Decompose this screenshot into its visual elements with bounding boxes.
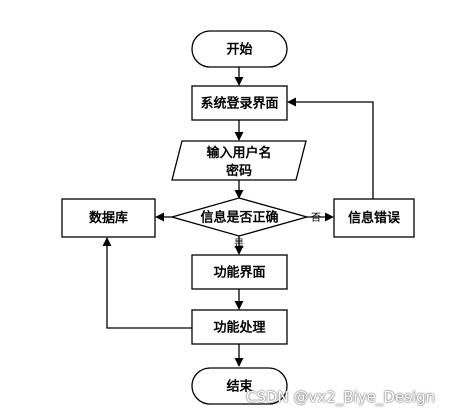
- login-label: 系统登录界面: [200, 96, 278, 112]
- error-node: 信息错误: [333, 198, 415, 238]
- check-label: 信息是否正确: [200, 210, 278, 226]
- no-label: 否: [311, 212, 321, 224]
- database-label: 数据库: [89, 210, 128, 226]
- function-proc-node: 功能处理: [191, 309, 288, 345]
- function-ui-label: 功能界面: [213, 265, 265, 281]
- input-label-line2: 密码: [225, 163, 252, 179]
- yes-label: 是: [234, 238, 244, 250]
- error-label: 信息错误: [348, 210, 401, 226]
- end-label: 结束: [226, 379, 253, 395]
- database-node: 数据库: [61, 198, 156, 238]
- start-node: 开始: [191, 30, 288, 68]
- edge-error-to-login: [287, 97, 374, 199]
- login-node: 系统登录界面: [191, 85, 288, 121]
- function-ui-node: 功能界面: [191, 254, 288, 290]
- check-node: 信息是否正确: [169, 197, 310, 237]
- function-proc-label: 功能处理: [213, 320, 265, 336]
- input-node: 输入用户名 密码: [171, 140, 307, 181]
- end-node: 结束: [191, 367, 288, 405]
- watermark: CSDN @vx2_Biye_Design: [246, 388, 436, 406]
- edge-proc-to-database: [102, 237, 193, 329]
- input-label-line1: 输入用户名: [206, 145, 271, 161]
- start-label: 开始: [226, 42, 252, 58]
